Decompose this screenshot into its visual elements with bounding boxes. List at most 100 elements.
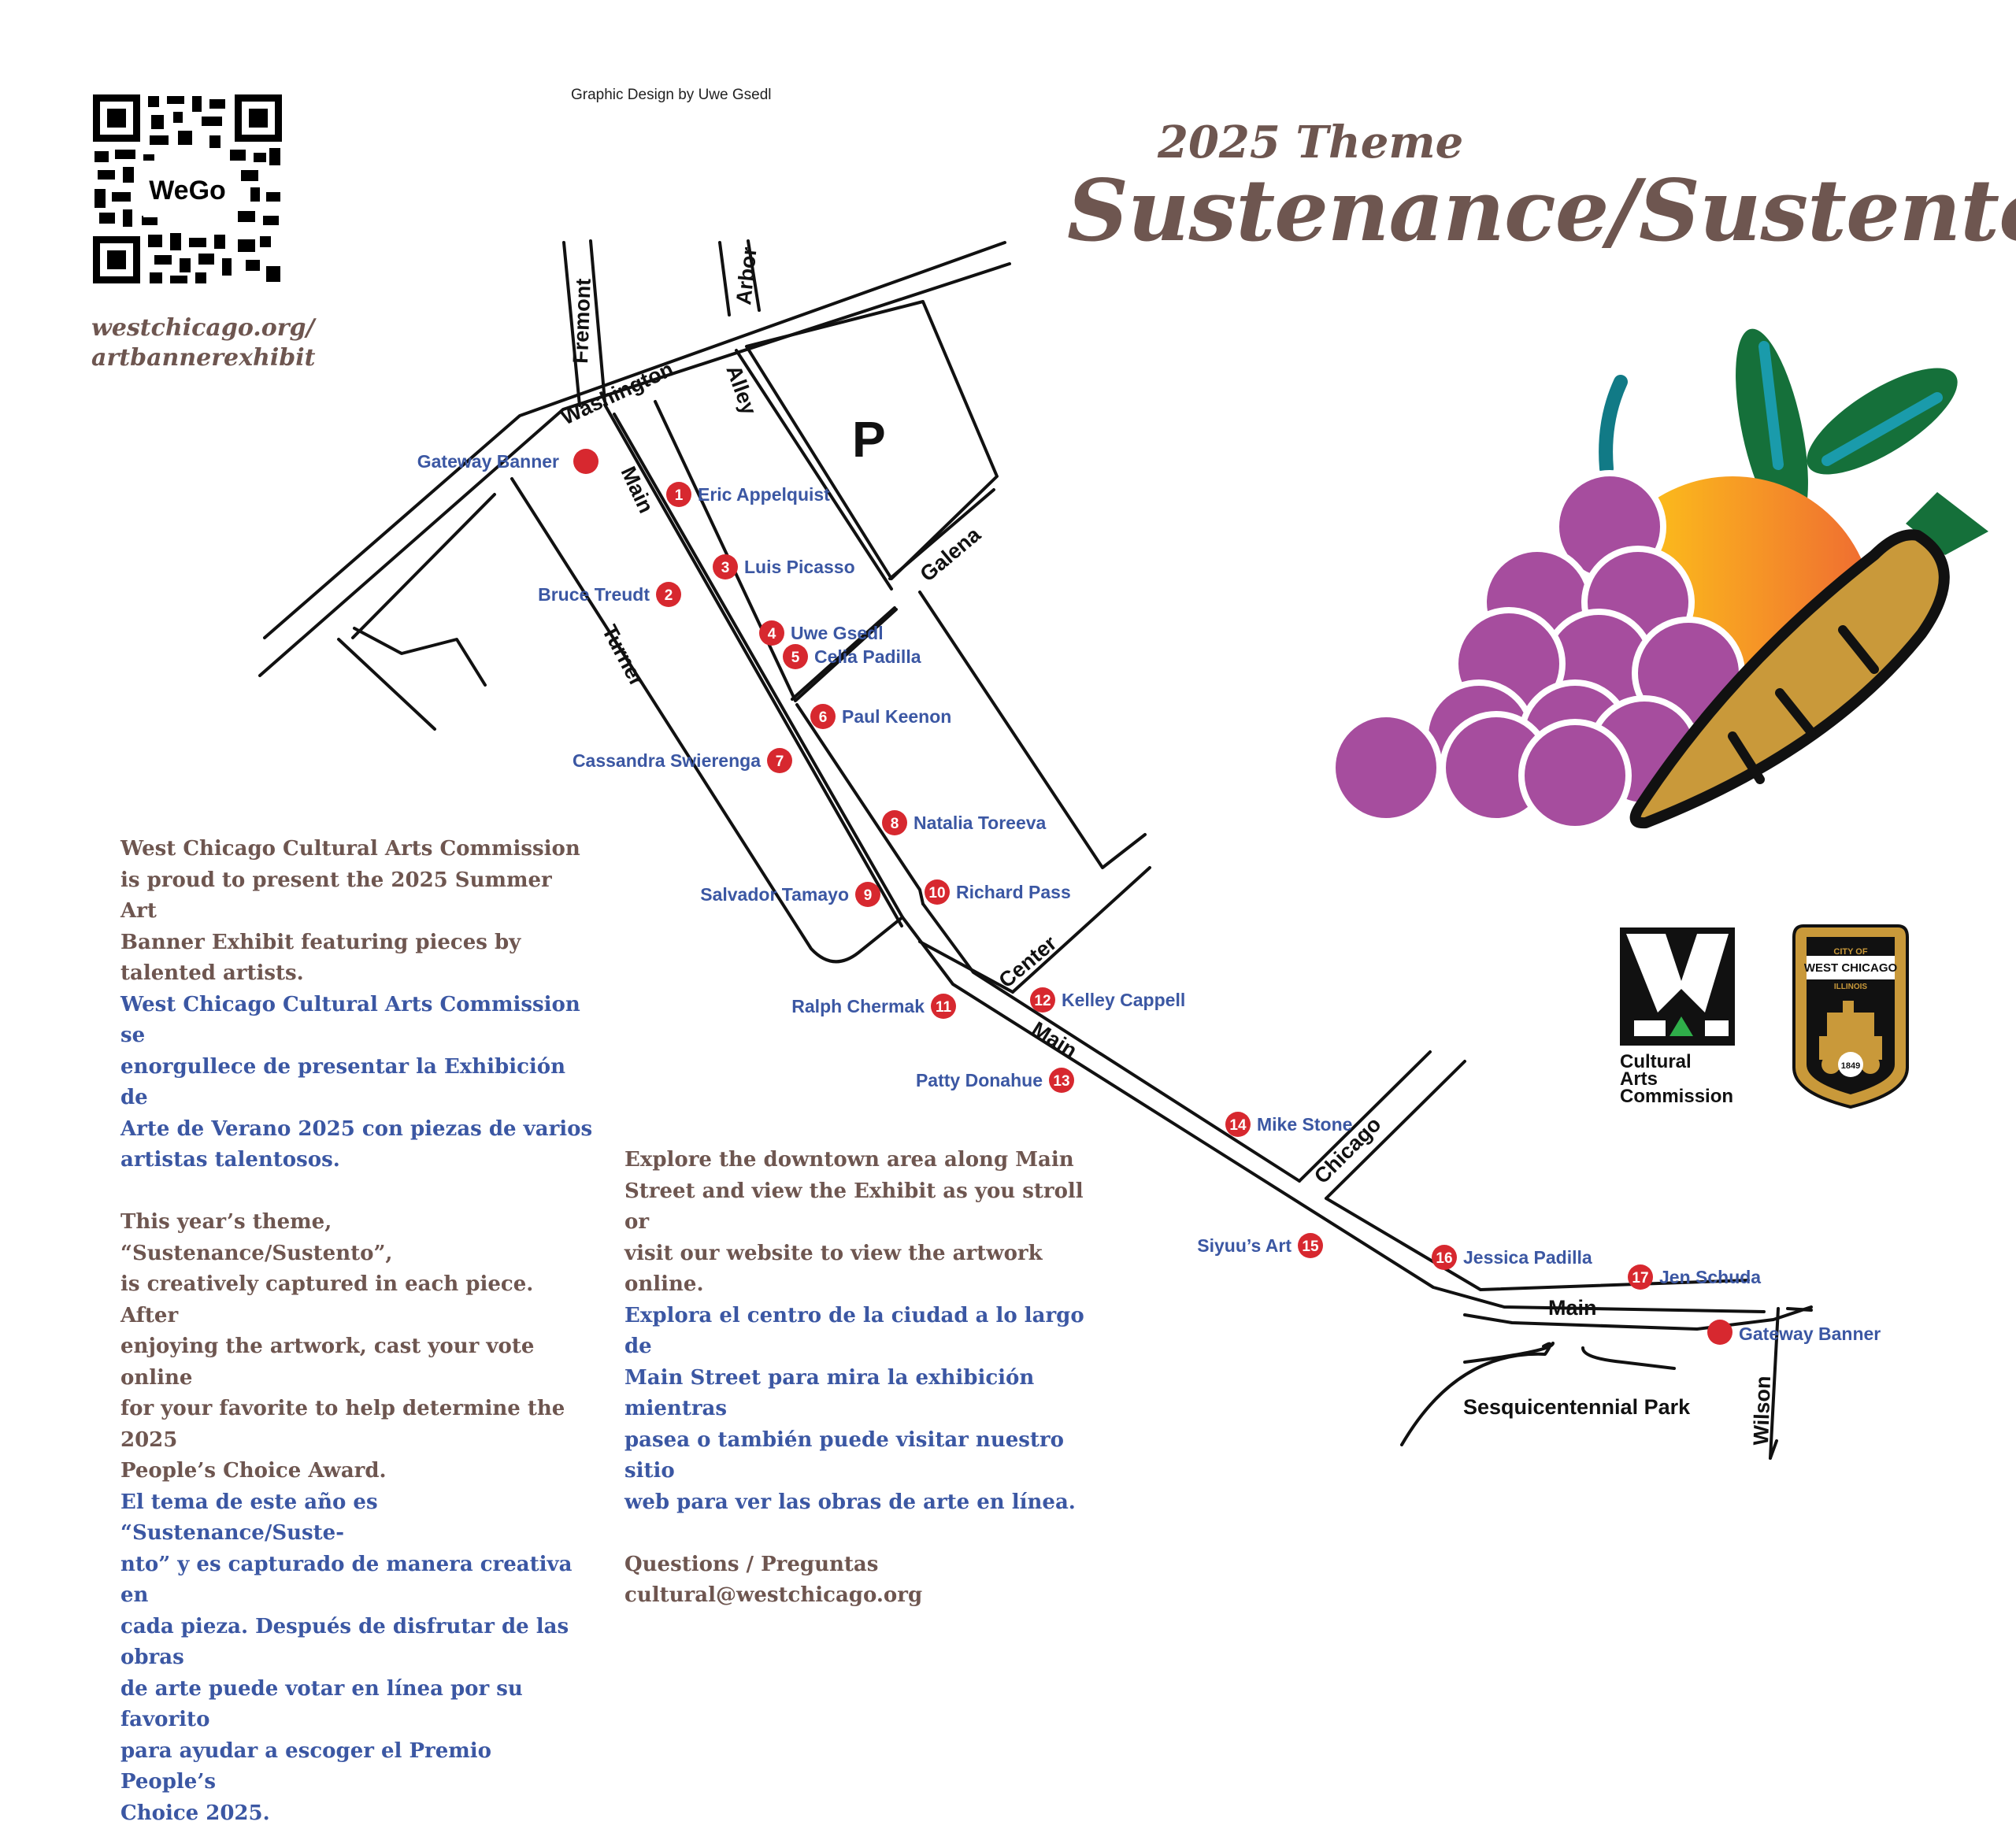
street-main-south: Main (1548, 1296, 1597, 1320)
theme-es-line: El tema de este año es “Sustenance/Suste… (120, 1487, 593, 1549)
intro-en-line: Banner Exhibit featuring pieces by (120, 927, 593, 959)
intro-en-line: talented artists. (120, 958, 593, 990)
street-wilson: Wilson (1749, 1375, 1775, 1446)
explore-en-line: visit our website to view the artwork on… (624, 1238, 1113, 1301)
fruit-illustration (1276, 272, 2000, 839)
theme-en-line: This year’s theme, “Sustenance/Sustento”… (120, 1207, 593, 1269)
intro-text-block: West Chicago Cultural Arts Commission is… (120, 834, 593, 1829)
marker-number: 10 (928, 885, 945, 902)
theme-en-line: is creatively captured in each piece. Af… (120, 1269, 593, 1331)
questions-label: Questions / Preguntas (624, 1549, 1113, 1581)
artist-marker-8[interactable]: 8 Natalia Toreeva (882, 810, 1047, 835)
artist-marker-3[interactable]: 3 Luis Picasso (713, 554, 855, 579)
artist-marker-5[interactable]: 5 Celia Padilla (783, 644, 921, 669)
street-center: Center (995, 931, 1062, 992)
city-of-west-chicago-seal: CITY OF WEST CHICAGO ILLINOIS 1849 (1788, 918, 1914, 1111)
theme-es-line: cada pieza. Después de disfrutar de las … (120, 1612, 593, 1674)
seal-line-2: WEST CHICAGO (1804, 961, 1898, 975)
artist-marker-2[interactable]: 2 Bruce Treudt (538, 582, 681, 607)
street-turner: Turner (598, 621, 650, 691)
theme-en-line: enjoying the artwork, cast your vote onl… (120, 1331, 593, 1394)
theme-es-line: de arte puede votar en línea por su favo… (120, 1674, 593, 1736)
marker-number: 12 (1034, 993, 1051, 1009)
sesquicentennial-park-label: Sesquicentennial Park (1463, 1395, 1691, 1419)
artist-name: Bruce Treudt (538, 584, 650, 605)
artist-name: Patty Donahue (916, 1070, 1043, 1090)
marker-number: 13 (1053, 1073, 1069, 1090)
artist-name: Jessica Padilla (1463, 1247, 1592, 1268)
caac-line-3: Commission (1620, 1086, 1733, 1107)
artist-name: Salvador Tamayo (700, 884, 849, 905)
marker-number: 4 (768, 626, 776, 642)
intro-en-line: West Chicago Cultural Arts Commission (120, 834, 593, 865)
artist-name: Luis Picasso (744, 557, 855, 577)
artist-marker-4[interactable]: 4 Uwe Gsedl (759, 620, 884, 646)
marker-number: 9 (864, 887, 873, 904)
artist-name: Uwe Gsedl (791, 623, 884, 643)
street-fremont: Fremont (569, 278, 595, 364)
parking-lot-label: P (852, 411, 886, 468)
explore-es-line: Main Street para mira la exhibición mien… (624, 1363, 1113, 1425)
artist-name: Kelley Cappell (1062, 990, 1185, 1010)
marker-number: 15 (1302, 1238, 1319, 1255)
marker-number: 11 (936, 999, 952, 1016)
marker-number: 2 (665, 587, 673, 604)
artist-marker-1[interactable]: 1 Eric Appelquist (666, 482, 830, 507)
marker-number: 16 (1436, 1250, 1452, 1267)
artist-marker-9[interactable]: 9 Salvador Tamayo (700, 882, 880, 907)
artist-marker-16[interactable]: 16 Jessica Padilla (1432, 1245, 1592, 1270)
marker-number: 8 (891, 816, 899, 832)
marker-number: 17 (1632, 1270, 1648, 1287)
marker-number: 3 (721, 560, 730, 576)
artist-name: Natalia Toreeva (914, 813, 1047, 833)
artist-name: Paul Keenon (842, 706, 951, 727)
gateway-banner-south-label: Gateway Banner (1739, 1324, 1881, 1344)
marker-number: 6 (819, 709, 828, 726)
grape-stem-icon (1606, 382, 1621, 468)
artist-marker-12[interactable]: 12 Kelley Cappell (1030, 987, 1185, 1013)
explore-es-line: web para ver las obras de arte en línea. (624, 1487, 1113, 1519)
artist-marker-13[interactable]: 13 Patty Donahue (916, 1068, 1074, 1093)
theme-es-line: Choice 2025. (120, 1798, 593, 1829)
artist-name: Eric Appelquist (698, 484, 830, 505)
leaf-2-icon (1792, 349, 1973, 494)
marker-number: 5 (791, 650, 800, 666)
intro-es-line: Arte de Verano 2025 con piezas de varios (120, 1114, 593, 1146)
artist-marker-11[interactable]: 11 Ralph Chermak (791, 994, 956, 1019)
intro-es-line: West Chicago Cultural Arts Commission se (120, 990, 593, 1052)
cultural-arts-commission-logo: Cultural Arts Commission (1618, 926, 1744, 1111)
seal-line-1: CITY OF (1833, 947, 1867, 957)
gateway-banner-north[interactable]: Gateway Banner (417, 449, 598, 474)
marker-number: 1 (675, 487, 684, 504)
artist-name: Ralph Chermak (791, 996, 925, 1016)
explore-es-line: pasea o también puede visitar nuestro si… (624, 1425, 1113, 1487)
artist-marker-17[interactable]: 17 Jen Schuda (1628, 1264, 1761, 1290)
gateway-banner-north-label: Gateway Banner (417, 451, 559, 472)
intro-en-line: is proud to present the 2025 Summer Art (120, 865, 593, 927)
contact-email[interactable]: cultural@westchicago.org (624, 1580, 1113, 1612)
theme-en-line: for your favorite to help determine the … (120, 1394, 593, 1456)
theme-en-line: People’s Choice Award. (120, 1456, 593, 1487)
artist-name: Celia Padilla (814, 646, 921, 667)
theme-es-line: nto” y es capturado de manera creativa e… (120, 1549, 593, 1612)
street-alley: Alley (721, 362, 761, 418)
seal-year: 1849 (1841, 1061, 1860, 1071)
explore-text-block: Explore the downtown area along Main Str… (624, 1145, 1113, 1612)
intro-es-line: enorgullece de presentar la Exhibición d… (120, 1052, 593, 1114)
artist-name: Siyuu’s Art (1197, 1235, 1292, 1256)
explore-en-line: Explore the downtown area along Main (624, 1145, 1113, 1176)
artist-name: Jen Schuda (1659, 1267, 1761, 1287)
artist-marker-6[interactable]: 6 Paul Keenon (810, 704, 951, 729)
explore-en-line: Street and view the Exhibit as you strol… (624, 1176, 1113, 1238)
explore-es-line: Explora el centro de la ciudad a lo larg… (624, 1301, 1113, 1363)
artist-name: Cassandra Swierenga (573, 750, 761, 771)
street-galena: Galena (916, 522, 986, 586)
artist-marker-15[interactable]: 15 Siyuu’s Art (1197, 1233, 1323, 1258)
artist-marker-10[interactable]: 10 Richard Pass (925, 879, 1071, 905)
theme-es-line: para ayudar a escoger el Premio People’s (120, 1736, 593, 1798)
marker-number: 14 (1229, 1117, 1247, 1134)
intro-es-line: artistas talentosos. (120, 1145, 593, 1176)
artist-name: Richard Pass (956, 882, 1071, 902)
